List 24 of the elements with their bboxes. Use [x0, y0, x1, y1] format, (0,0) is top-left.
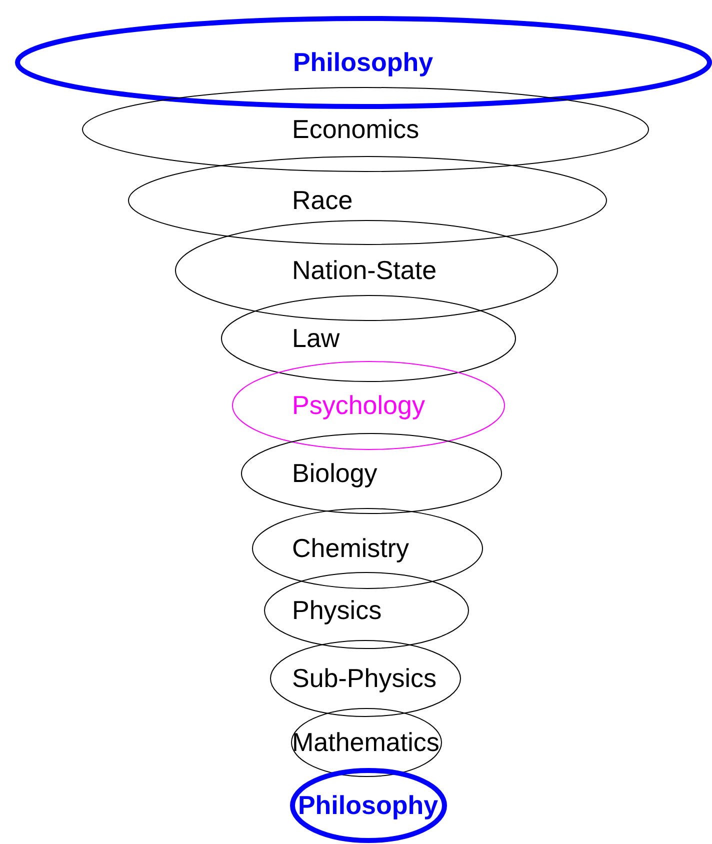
- node-label: Law: [292, 323, 340, 353]
- node-label: Sub-Physics: [292, 663, 436, 693]
- ellipse-node: [220, 294, 516, 382]
- node-label: Philosophy: [292, 47, 434, 77]
- ellipse-node: [264, 572, 468, 648]
- node-label: Philosophy: [296, 790, 440, 820]
- ellipse-node: [290, 708, 442, 776]
- ellipse-node: [240, 432, 502, 514]
- ellipse-node: [232, 360, 504, 450]
- node-label: Biology: [292, 458, 378, 488]
- node-label: Mathematics: [292, 727, 440, 757]
- node-label: Psychology: [292, 390, 425, 420]
- ellipse-node: [82, 86, 648, 172]
- ellipse-node: [128, 156, 606, 244]
- ellipse-node: [252, 508, 482, 588]
- node-label: Physics: [292, 595, 382, 625]
- node-label: Chemistry: [292, 533, 410, 563]
- node-label: Nation-State: [292, 255, 437, 285]
- ellipse-node: [290, 768, 446, 842]
- ellipse-node: [270, 640, 460, 716]
- node-label: Economics: [292, 114, 420, 144]
- ellipse-node: [14, 16, 712, 108]
- node-label: Race: [292, 185, 353, 215]
- ellipse-node: [174, 220, 558, 320]
